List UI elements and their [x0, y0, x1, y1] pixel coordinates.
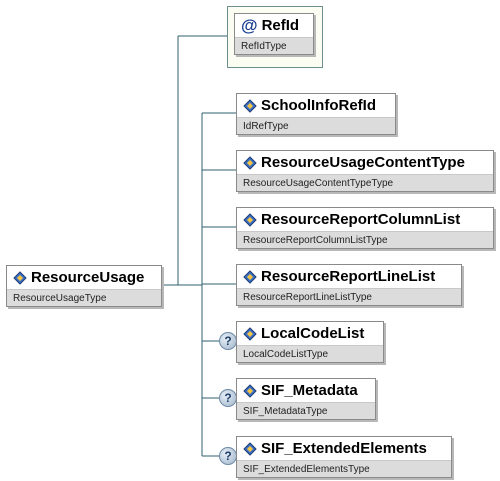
element-icon: [243, 98, 257, 113]
element-icon: [243, 326, 257, 341]
child-node-resourcereportcolumnlist[interactable]: ResourceReportColumnList ResourceReportC…: [236, 207, 494, 249]
child-type: ResourceReportLineListType: [237, 288, 461, 305]
root-node-resourceusage[interactable]: ResourceUsage ResourceUsageType: [6, 265, 162, 307]
element-icon: [243, 441, 257, 456]
child-name: ResourceUsageContentType: [261, 154, 465, 171]
child-type: ResourceReportColumnListType: [237, 231, 493, 248]
child-name: SchoolInfoRefId: [261, 97, 376, 114]
element-icon: [243, 155, 257, 170]
child-node-localcodelist[interactable]: LocalCodeList LocalCodeListType: [236, 321, 384, 363]
attribute-icon: @: [241, 16, 258, 35]
child-name: LocalCodeList: [261, 325, 365, 342]
optional-icon: [219, 447, 237, 465]
element-icon: [243, 212, 257, 227]
child-type: IdRefType: [237, 117, 395, 134]
attribute-type: RefIdType: [235, 37, 313, 54]
element-icon: [243, 269, 257, 284]
attribute-node-refid[interactable]: @ RefId RefIdType: [234, 13, 314, 55]
child-type: ResourceUsageContentTypeType: [237, 174, 493, 191]
child-name: ResourceReportLineList: [261, 268, 436, 285]
attribute-group: @ RefId RefIdType: [227, 6, 323, 68]
child-node-schoolinforefid[interactable]: SchoolInfoRefId IdRefType: [236, 93, 396, 135]
optional-icon: [219, 332, 237, 350]
child-name: SIF_Metadata: [261, 382, 358, 399]
child-type: SIF_ExtendedElementsType: [237, 460, 451, 477]
child-name: ResourceReportColumnList: [261, 211, 461, 228]
element-icon: [243, 383, 257, 398]
child-type: SIF_MetadataType: [237, 402, 375, 419]
root-type: ResourceUsageType: [7, 289, 161, 306]
root-name: ResourceUsage: [31, 269, 145, 286]
child-node-resourceusagecontenttype[interactable]: ResourceUsageContentType ResourceUsageCo…: [236, 150, 494, 192]
child-node-sif-metadata[interactable]: SIF_Metadata SIF_MetadataType: [236, 378, 376, 420]
attribute-name: RefId: [261, 17, 300, 34]
child-node-sif-extendedelements[interactable]: SIF_ExtendedElements SIF_ExtendedElement…: [236, 436, 452, 478]
optional-icon: [219, 389, 237, 407]
child-name: SIF_ExtendedElements: [261, 440, 427, 457]
element-icon: [13, 270, 27, 285]
child-node-resourcereportlinelist[interactable]: ResourceReportLineList ResourceReportLin…: [236, 264, 462, 306]
child-type: LocalCodeListType: [237, 345, 383, 362]
